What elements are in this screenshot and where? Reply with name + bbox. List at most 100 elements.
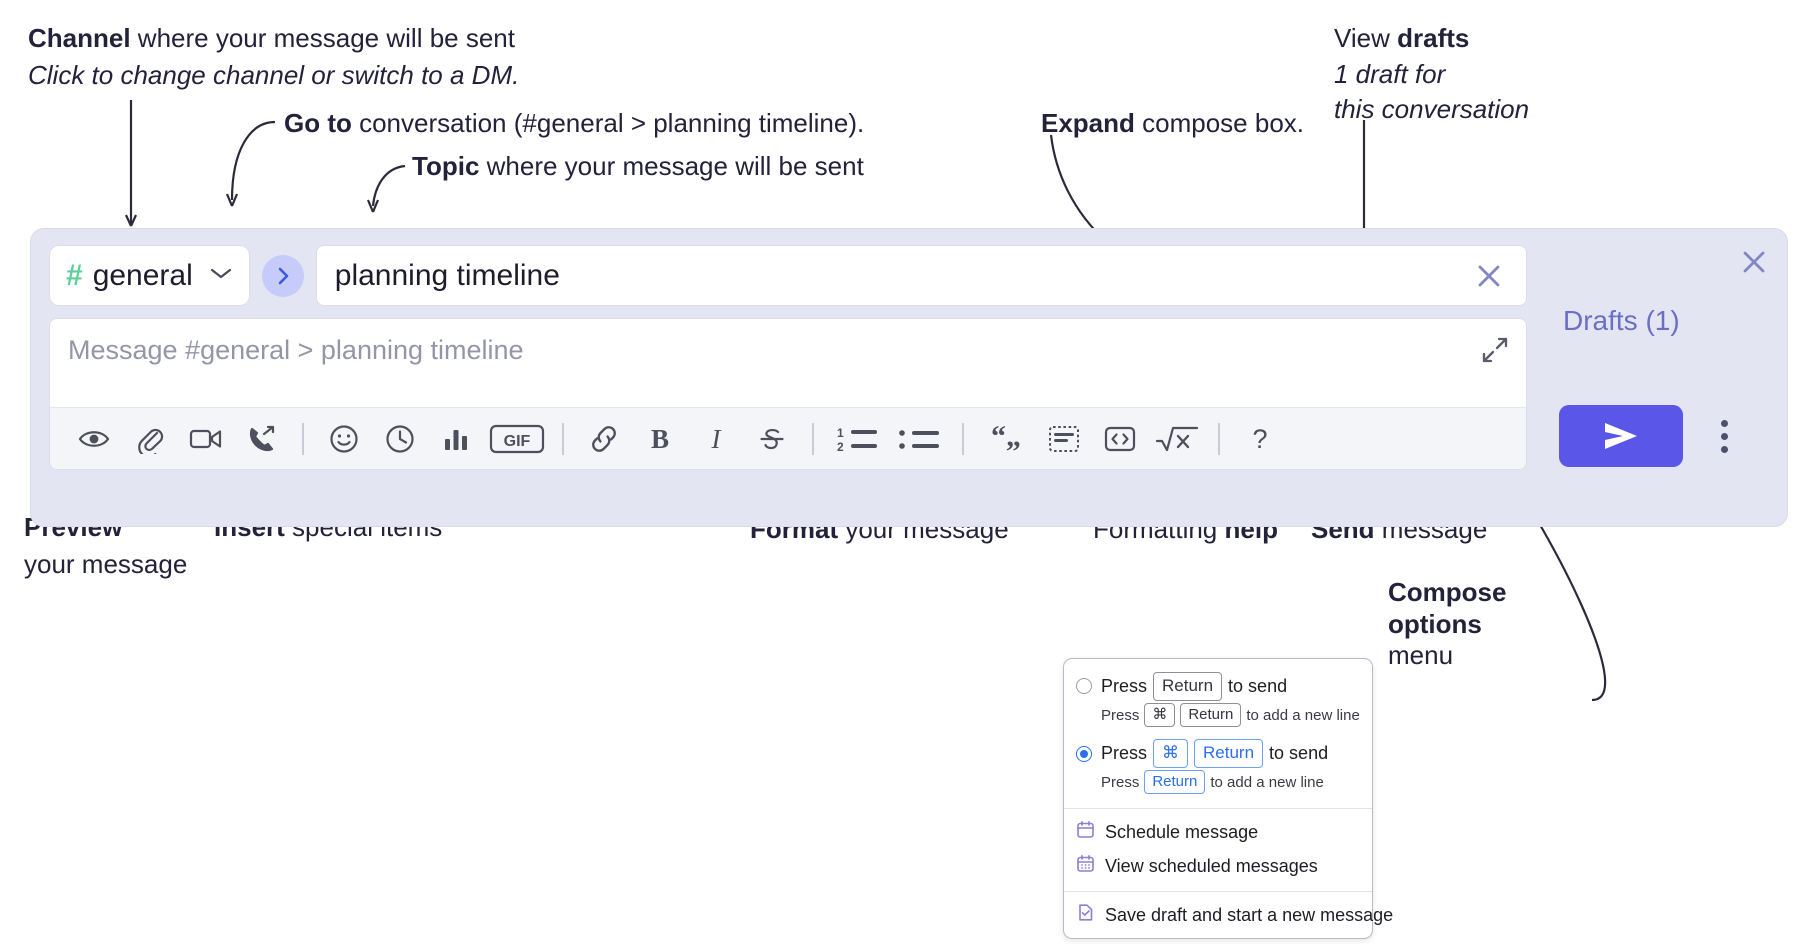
annotation-channel-rest: where your message will be sent [130, 23, 515, 53]
menu-item-schedule-message[interactable]: Schedule message [1064, 815, 1372, 849]
save-draft-icon [1076, 903, 1095, 927]
bold-icon[interactable]: B [632, 415, 688, 463]
menu-option-sublabel: Press Return to add a new line [1064, 768, 1372, 800]
option-pre-text: Press [1101, 743, 1148, 764]
kebab-dot [1720, 445, 1728, 453]
key-return: Return [1194, 739, 1264, 769]
annotation-topic: Topic where your message will be sent [412, 150, 864, 183]
svg-text:B: B [651, 424, 669, 454]
expand-icon[interactable] [1480, 335, 1510, 365]
annotation-goto-rest: conversation (#general > planning timeli… [351, 108, 865, 138]
calendar-schedule-icon [1076, 820, 1095, 844]
clock-icon[interactable] [372, 415, 428, 463]
phone-forward-icon[interactable] [234, 415, 290, 463]
annotation-drafts-plain: View [1334, 23, 1398, 53]
svg-text:2: 2 [837, 440, 844, 454]
sub-post-text: to add a new line [1210, 773, 1324, 791]
annotation-expand-bold: Expand [1041, 108, 1135, 138]
toolbar-divider [562, 422, 564, 455]
strikethrough-icon[interactable] [744, 415, 800, 463]
close-icon[interactable] [1466, 259, 1512, 293]
annotation-channel-bold: Channel [28, 23, 131, 53]
key-command: ⌘ [1144, 702, 1176, 728]
annotation-topic-bold: Topic [412, 151, 480, 181]
menu-item-label: View scheduled messages [1105, 855, 1318, 876]
hash-icon: # [66, 258, 83, 292]
option-post-text: to send [1269, 743, 1329, 764]
annotation-compose-options-rest: menu [1388, 640, 1454, 671]
svg-text:1: 1 [837, 426, 844, 440]
goto-conversation-button[interactable] [261, 254, 304, 297]
help-icon[interactable]: ? [1232, 415, 1288, 463]
math-icon[interactable] [1148, 415, 1206, 463]
sub-pre-text: Press [1101, 706, 1140, 724]
send-button[interactable] [1559, 405, 1683, 467]
drafts-link[interactable]: Drafts (1) [1563, 305, 1680, 336]
preview-icon[interactable] [66, 415, 122, 463]
menu-item-label: Schedule message [1105, 821, 1259, 842]
svg-text:GIF: GIF [504, 433, 531, 450]
menu-option-label: Press ⌘ Return to send [1101, 739, 1329, 769]
emoji-icon[interactable] [316, 415, 372, 463]
menu-item-view-scheduled-messages[interactable]: View scheduled messages [1064, 849, 1372, 883]
annotation-compose-options: Compose options menu [1388, 577, 1506, 672]
poll-icon[interactable] [428, 415, 484, 463]
gif-icon[interactable]: GIF [484, 415, 550, 463]
spoiler-icon[interactable] [1036, 415, 1092, 463]
menu-divider [1064, 808, 1372, 810]
italic-icon[interactable]: I [688, 415, 744, 463]
kebab-dot [1720, 419, 1728, 427]
compose-main-column: # general planning timeline [49, 245, 1527, 470]
sub-pre-text: Press [1101, 773, 1140, 791]
send-icon [1605, 423, 1637, 449]
annotation-expand-rest: compose box. [1134, 108, 1305, 138]
annotation-drafts-italic1: 1 draft for [1334, 58, 1446, 89]
annotation-topic-rest: where your message will be sent [479, 151, 864, 181]
key-return: Return [1180, 702, 1242, 728]
message-input[interactable]: Message #general > planning timeline [50, 319, 1526, 407]
topic-value: planning timeline [334, 258, 560, 292]
annotation-drafts-bold: drafts [1397, 23, 1470, 53]
toolbar-divider [302, 422, 304, 455]
compose-right-column: Drafts (1) [1541, 245, 1787, 507]
calendar-list-icon [1076, 854, 1095, 878]
attachment-icon[interactable] [122, 415, 178, 463]
compose-options-button[interactable] [1709, 413, 1739, 459]
annotation-expand: Expand compose box. [1041, 107, 1304, 140]
menu-option-return-to-send[interactable]: Press Return to send Press ⌘ Return to a… [1064, 669, 1372, 733]
key-command: ⌘ [1153, 739, 1189, 769]
close-compose-icon[interactable] [1737, 245, 1771, 284]
menu-divider [1064, 891, 1372, 893]
compose-box: # general planning timeline [30, 228, 1788, 527]
annotation-goto: Go to conversation (#general > planning … [284, 107, 864, 140]
channel-selector[interactable]: # general [49, 245, 250, 306]
chevron-right-icon [278, 267, 289, 284]
toolbar-divider [1218, 422, 1220, 455]
radio-return-to-send[interactable] [1076, 678, 1092, 695]
annotation-drafts-italic2: this conversation [1334, 94, 1530, 124]
link-icon[interactable] [576, 415, 632, 463]
radio-cmd-return-to-send[interactable] [1076, 745, 1092, 762]
quote-icon[interactable]: “„ [976, 415, 1036, 463]
topic-field[interactable]: planning timeline [315, 245, 1527, 306]
option-pre-text: Press [1101, 675, 1148, 696]
menu-item-save-draft[interactable]: Save draft and start a new message [1064, 898, 1393, 932]
annotation-preview-rest: your message [24, 548, 188, 579]
video-icon[interactable] [178, 415, 234, 463]
option-post-text: to send [1228, 675, 1288, 696]
toolbar-divider [812, 422, 814, 455]
ordered-list-icon[interactable]: 1 2 [826, 415, 888, 463]
compose-options-menu: Press Return to send Press ⌘ Return to a… [1063, 658, 1393, 940]
key-return: Return [1153, 672, 1223, 701]
compose-header-row: # general planning timeline [49, 245, 1527, 306]
bulleted-list-icon[interactable] [888, 415, 950, 463]
svg-text:?: ? [1252, 424, 1267, 454]
code-icon[interactable] [1092, 415, 1148, 463]
channel-name-label: general [92, 258, 193, 292]
sub-post-text: to add a new line [1246, 706, 1360, 724]
toolbar-divider [962, 422, 964, 455]
annotation-goto-bold: Go to [284, 108, 352, 138]
menu-option-sublabel: Press ⌘ Return to add a new line [1064, 701, 1372, 733]
menu-option-cmd-return-to-send[interactable]: Press ⌘ Return to send Press Return to a… [1064, 733, 1372, 800]
